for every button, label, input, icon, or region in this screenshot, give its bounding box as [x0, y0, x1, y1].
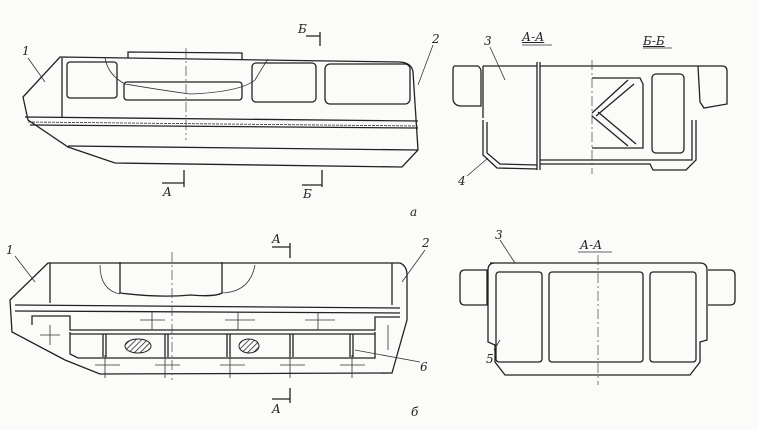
label-3: 3 [484, 34, 492, 48]
section-title-bb: Б-Б [643, 34, 665, 48]
label-4: 4 [458, 174, 466, 188]
boat-side-view-a [22, 32, 434, 187]
section-mark-a: A [163, 185, 172, 199]
label-2: 2 [432, 32, 440, 46]
boat-side-view-b [9, 243, 426, 403]
label-3: 3 [495, 228, 503, 242]
caption-a: а [410, 205, 418, 219]
section-mark-b: Б [298, 22, 307, 36]
label-1: 1 [6, 243, 14, 257]
hatched-cutout [238, 338, 260, 354]
cross-section-b [459, 239, 736, 385]
section-mark-b: Б [303, 187, 312, 201]
hatched-cutout [124, 338, 152, 354]
label-2: 2 [422, 236, 430, 250]
stiffeners [102, 334, 354, 357]
section-mark-a: A [272, 402, 281, 416]
label-1: 1 [22, 44, 30, 58]
section-title-aa: А-А [522, 30, 545, 44]
section-mark-a: A [272, 232, 281, 246]
label-6: 6 [420, 360, 428, 374]
caption-b: б [411, 405, 419, 419]
cross-sections-a [452, 44, 728, 177]
label-5: 5 [486, 352, 494, 366]
section-title-aa: А-А [580, 238, 603, 252]
